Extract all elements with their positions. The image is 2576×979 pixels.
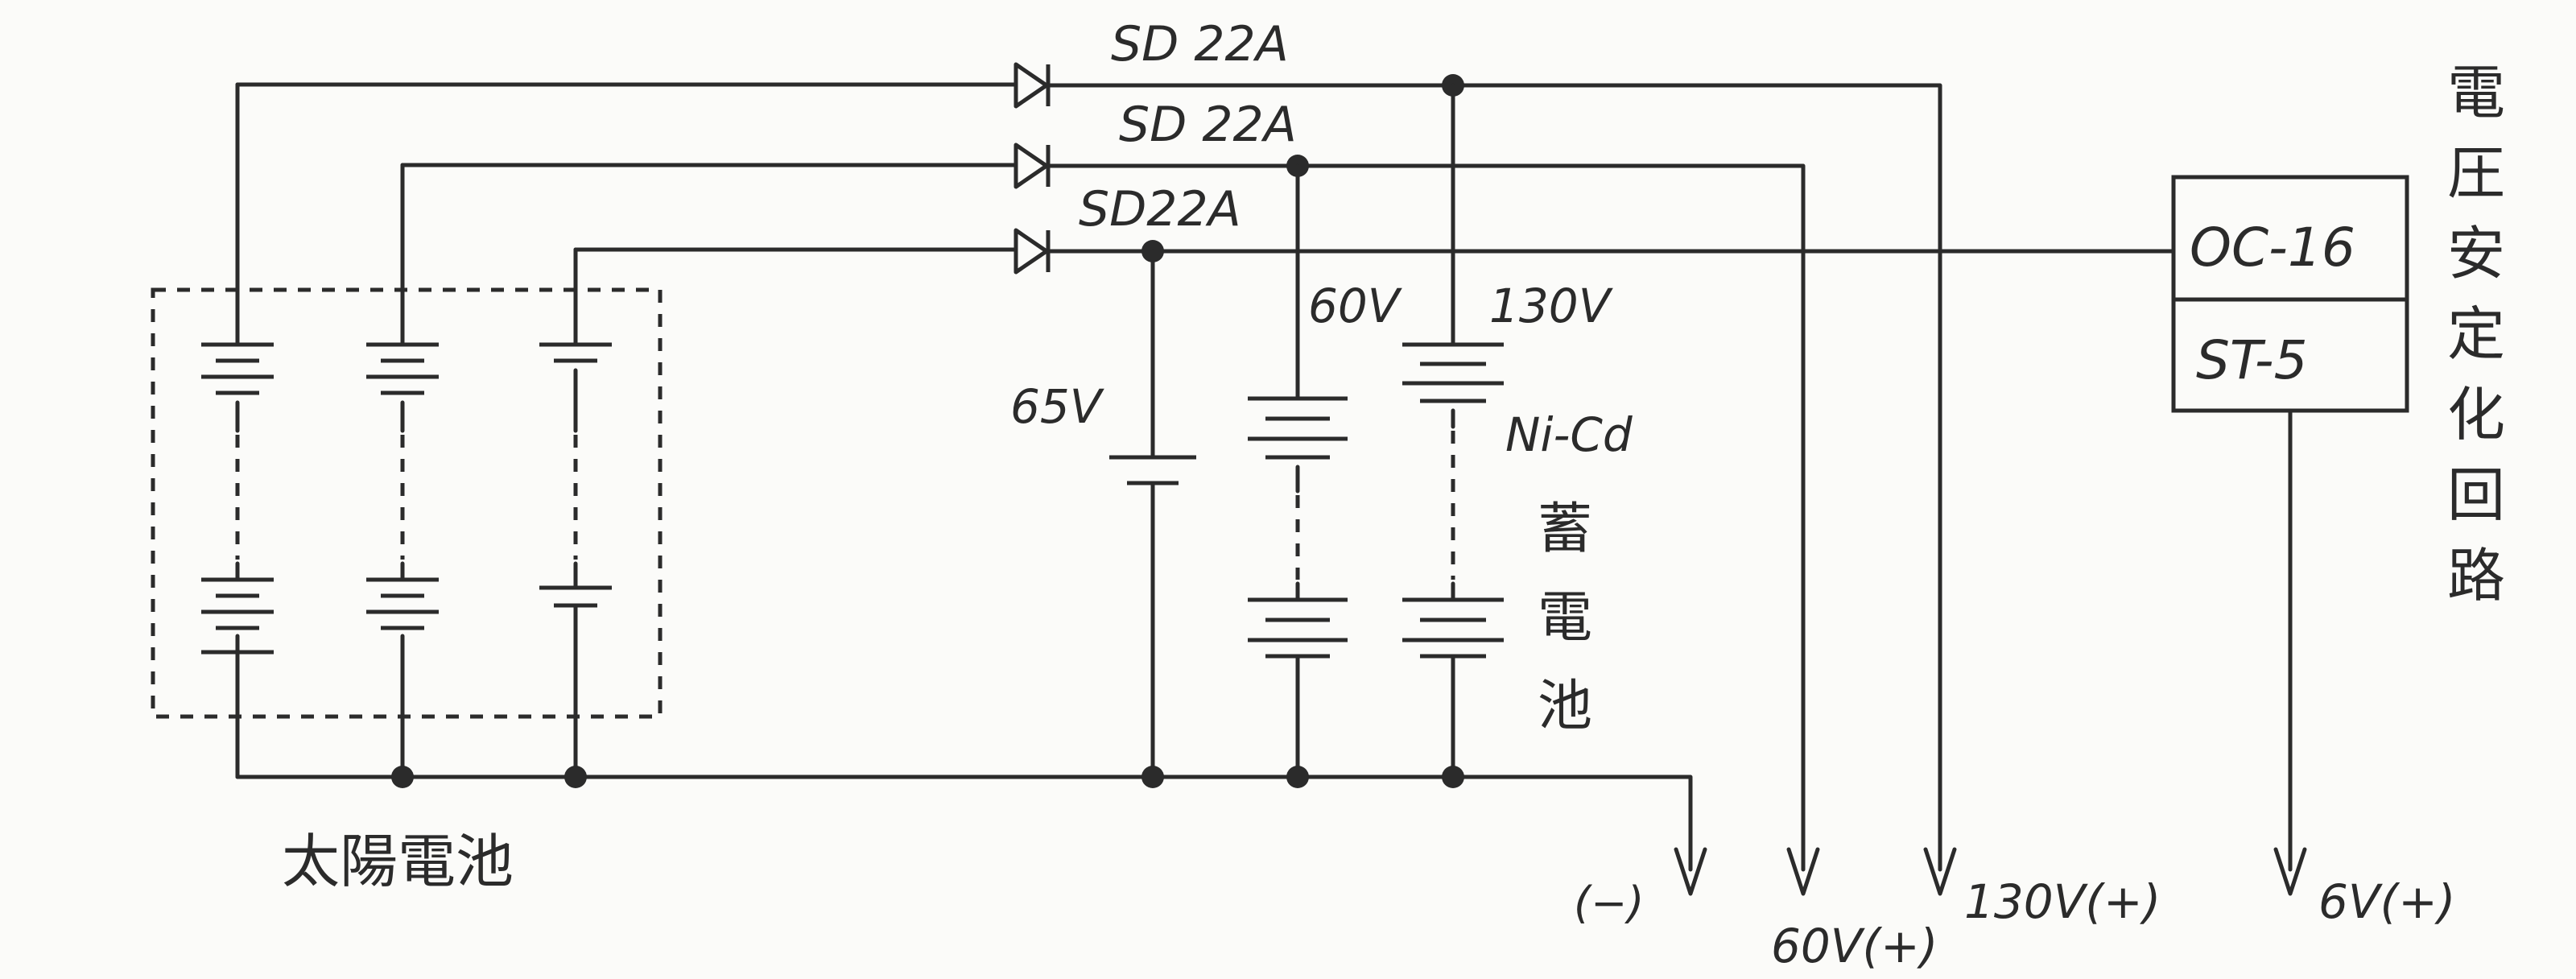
diode-1 [1013, 62, 1051, 109]
regulator-name-char-7: 路 [2447, 542, 2505, 609]
gnd-junction-4 [1286, 766, 1309, 788]
output-60v-label: 60V(+) [1771, 919, 1938, 973]
battery-60v [1248, 163, 1348, 779]
arrow-60v [1786, 847, 1820, 896]
diode-2-label: SD 22A [1119, 97, 1297, 153]
regulator-name-char-4: 定 [2447, 300, 2505, 368]
bus-130v [1046, 83, 1942, 872]
solar-string-3 [539, 247, 612, 779]
battery-type-label: Ni-Cd [1505, 407, 1633, 462]
gnd-junction-3 [1141, 766, 1164, 788]
regulator-name-char-2: 圧 [2447, 139, 2505, 207]
output-neg-label: (−) [1574, 878, 1644, 928]
gnd-junction-2 [564, 766, 587, 788]
regulator-top-label: OC-16 [2190, 217, 2355, 279]
diode-2 [1013, 143, 1051, 189]
regulator-name-char-6: 回 [2447, 461, 2505, 529]
bus-60v [1046, 163, 1806, 872]
arrow-130v [1923, 847, 1957, 896]
solar-string-2 [366, 163, 439, 779]
ground-bus [235, 775, 1693, 872]
label-60v: 60V [1308, 279, 1403, 333]
solar-cell-label: 太陽電池 [282, 828, 514, 895]
storage-battery-char-2: 電 [1538, 586, 1592, 650]
regulator-bottom-label: ST-5 [2196, 329, 2308, 391]
output-130v-label: 130V(+) [1964, 874, 2161, 929]
gnd-junction-5 [1442, 766, 1464, 788]
output-6v-label: 6V(+) [2318, 874, 2455, 929]
battery-65v [1109, 249, 1196, 779]
diode-3 [1013, 228, 1051, 275]
diode-3-label: SD22A [1079, 181, 1241, 238]
solar-string-1 [201, 82, 274, 779]
arrow-neg [1674, 847, 1707, 896]
solar-panel-box [151, 287, 663, 719]
battery-130v [1402, 83, 1504, 779]
regulator-name-char-3: 安 [2447, 220, 2505, 287]
regulator-name-char-5: 化 [2447, 381, 2505, 448]
diode-1-label: SD 22A [1111, 16, 1289, 72]
storage-battery-char-1: 蓄 [1538, 498, 1592, 561]
gnd-junction-1 [391, 766, 414, 788]
arrow-6v [2273, 847, 2307, 896]
storage-battery-char-3: 池 [1538, 675, 1592, 738]
label-65v: 65V [1010, 379, 1105, 434]
regulator-name-char-1: 電 [2447, 59, 2505, 126]
label-130v: 130V [1489, 279, 1614, 333]
